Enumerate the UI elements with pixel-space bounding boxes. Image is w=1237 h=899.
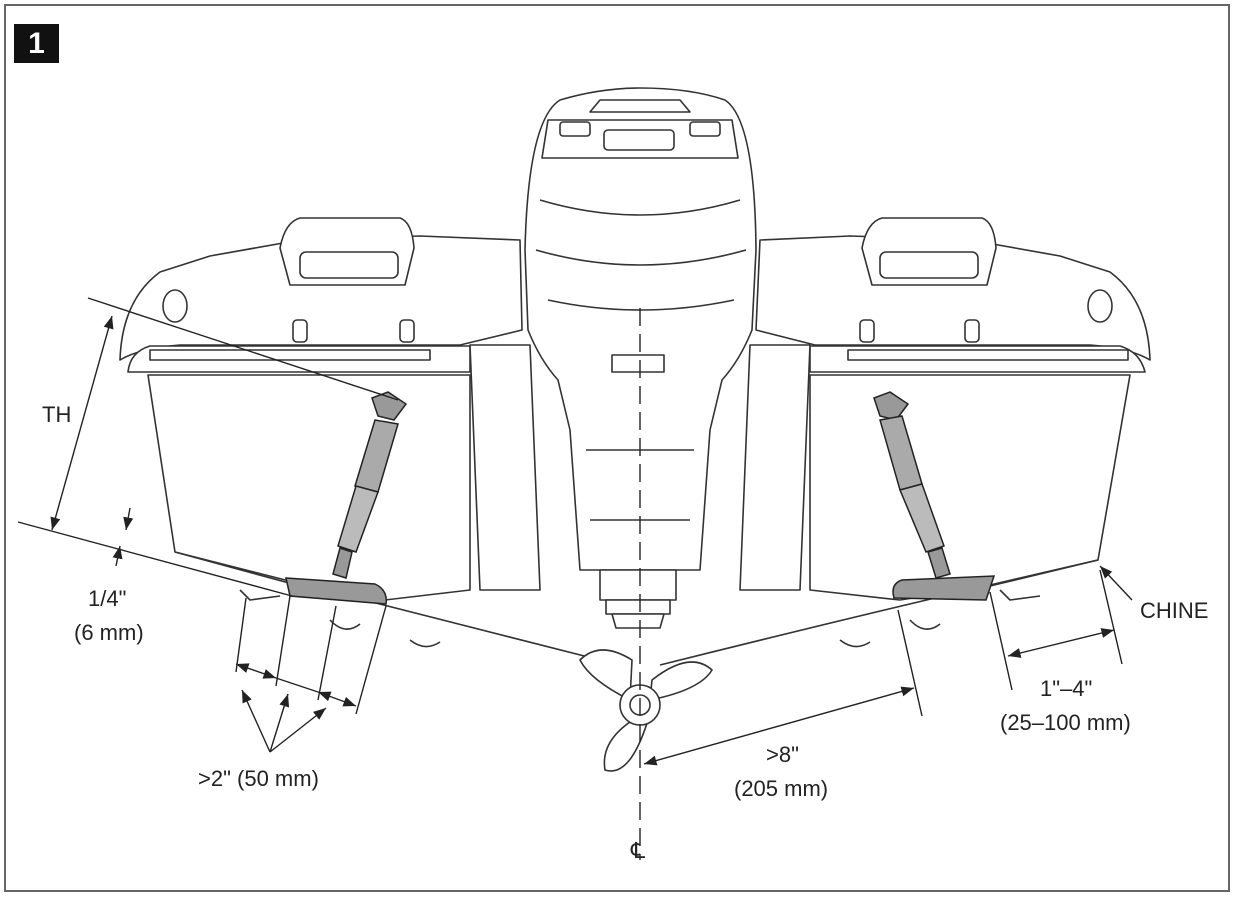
quarter-inch-label: 1/4" <box>88 586 126 611</box>
one-four-mm-label: (25–100 mm) <box>1000 710 1131 735</box>
chine-label: CHINE <box>1140 598 1208 623</box>
eight-inch-label: >8" <box>766 742 799 767</box>
quarter-mm-label: (6 mm) <box>74 620 144 645</box>
eight-mm-label: (205 mm) <box>734 776 828 801</box>
propeller <box>579 649 714 772</box>
right-trim-tab <box>873 391 996 601</box>
left-trim-tab <box>285 391 408 605</box>
dimension-lines <box>17 297 1133 860</box>
one-four-inch-label: 1"–4" <box>1040 676 1092 701</box>
th-label: TH <box>42 402 71 427</box>
step-number-badge: 1 <box>14 24 59 63</box>
two-inch-label: >2" (50 mm) <box>198 766 319 791</box>
centerline-label: ℄ <box>630 838 646 863</box>
